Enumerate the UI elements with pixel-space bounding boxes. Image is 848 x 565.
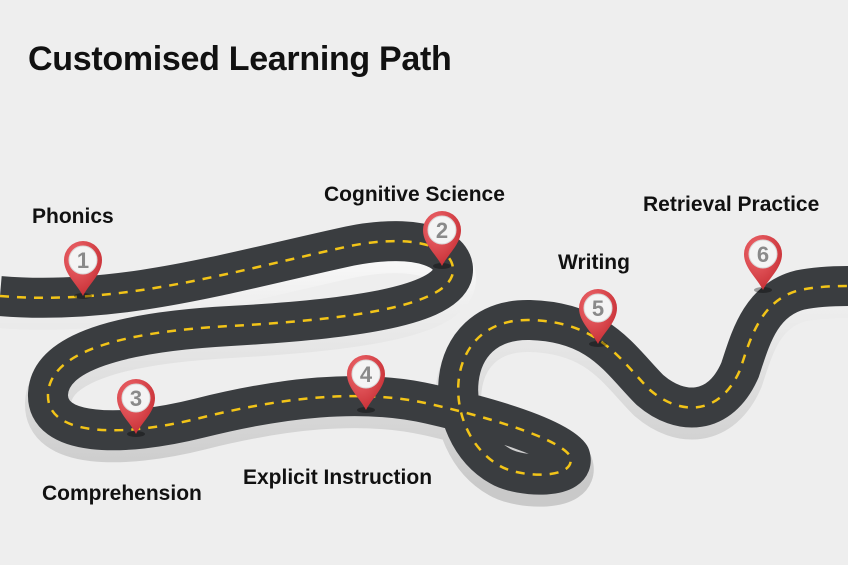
road-surface	[0, 221, 848, 495]
marker-number: 5	[592, 296, 604, 321]
marker-4: 4	[346, 354, 386, 414]
step-label-writing: Writing	[558, 251, 630, 274]
marker-number: 1	[77, 248, 89, 273]
step-label-retrieval-practice: Retrieval Practice	[643, 193, 820, 216]
marker-number: 6	[757, 242, 769, 267]
marker-number: 2	[436, 218, 448, 243]
step-label-comprehension: Comprehension	[42, 482, 202, 505]
marker-2: 2	[422, 210, 462, 270]
marker-6: 6	[743, 234, 783, 294]
marker-number: 3	[130, 386, 142, 411]
marker-number: 4	[360, 362, 373, 387]
marker-1: 1	[63, 240, 103, 300]
marker-5: 5	[578, 288, 618, 348]
step-label-phonics: Phonics	[32, 205, 114, 228]
step-label-explicit-instruction: Explicit Instruction	[243, 466, 433, 489]
page-title: Customised Learning Path	[28, 40, 452, 78]
step-label-cognitive-science: Cognitive Science	[324, 183, 505, 206]
marker-3: 3	[116, 378, 156, 438]
lane-markings	[0, 239, 848, 476]
